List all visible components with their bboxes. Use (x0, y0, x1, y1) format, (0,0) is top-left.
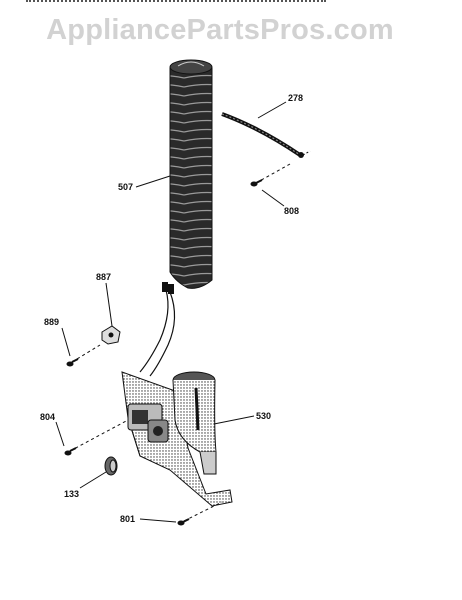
screw-808 (250, 163, 291, 187)
watermark: AppliancePartsPros.com (46, 14, 394, 46)
leader-887 (105, 282, 113, 327)
duct-hose-507 (169, 59, 213, 289)
wire-harness (139, 282, 176, 377)
leader-808 (261, 189, 285, 207)
leader-530 (213, 415, 255, 425)
screw-804 (64, 419, 129, 456)
leader-133 (79, 471, 107, 489)
callout-887: 887 (96, 272, 111, 282)
callout-889: 889 (44, 317, 59, 327)
callout-133: 133 (64, 489, 79, 499)
leader-801 (139, 518, 177, 523)
callout-278: 278 (288, 93, 303, 103)
callout-808: 808 (284, 206, 299, 216)
leader-507 (135, 175, 171, 188)
clamp-strap-278 (221, 112, 311, 158)
callout-530: 530 (256, 411, 271, 421)
leader-278 (257, 101, 287, 119)
callout-labels: 278 507 808 887 889 530 804 133 801 (40, 93, 303, 524)
blower-wheel-133 (104, 456, 118, 476)
blower-motor (127, 403, 169, 443)
leader-804 (55, 421, 65, 447)
cropped-header-line (26, 0, 326, 6)
leader-lines (55, 101, 287, 523)
callout-804: 804 (40, 412, 55, 422)
screw-889 (66, 344, 101, 367)
leader-889 (61, 327, 71, 357)
blower-housing-530 (172, 371, 217, 475)
screw-801 (177, 501, 223, 526)
callout-801: 801 (120, 514, 135, 524)
thermostat-887 (101, 325, 121, 345)
callout-507: 507 (118, 182, 133, 192)
